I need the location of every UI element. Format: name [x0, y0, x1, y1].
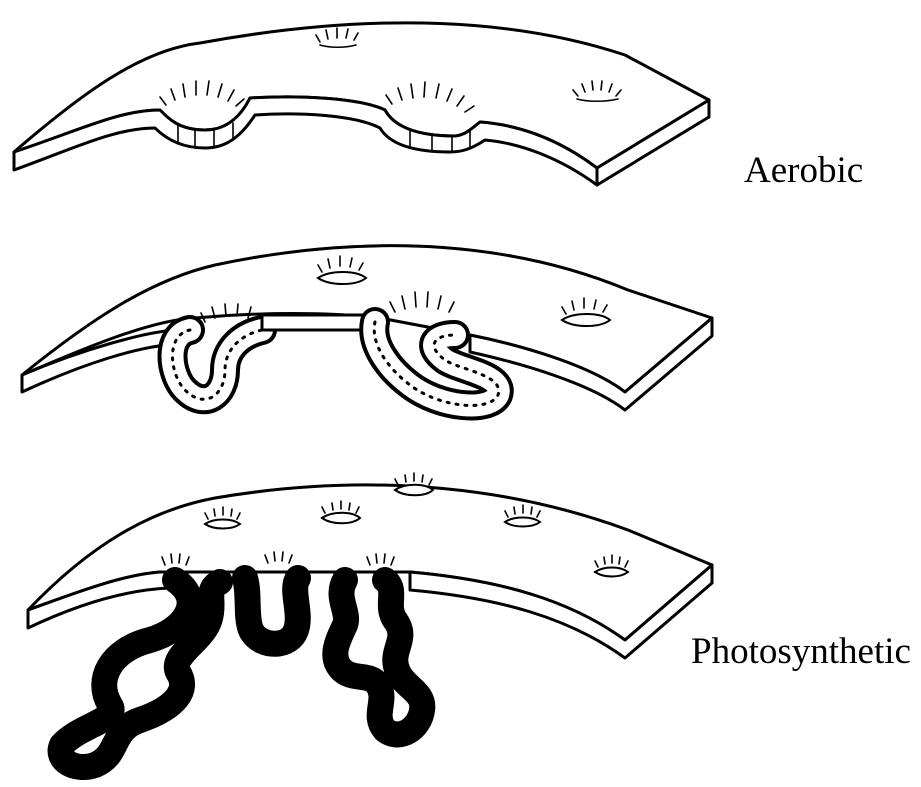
aerobic-membrane-top-surface — [14, 23, 709, 168]
aerobic-membrane-panel — [14, 23, 709, 185]
left-speckled-invagination — [173, 315, 376, 399]
aerobic-label: Aerobic — [744, 150, 863, 191]
photosynthetic-label: Photosynthetic — [691, 631, 911, 672]
photosynthetic-membrane-panel — [28, 473, 712, 767]
intermediate-membrane-panel — [22, 246, 712, 410]
photosynthetic-invaginations — [61, 578, 423, 767]
photosynthetic-membrane-top-surface — [28, 485, 712, 640]
